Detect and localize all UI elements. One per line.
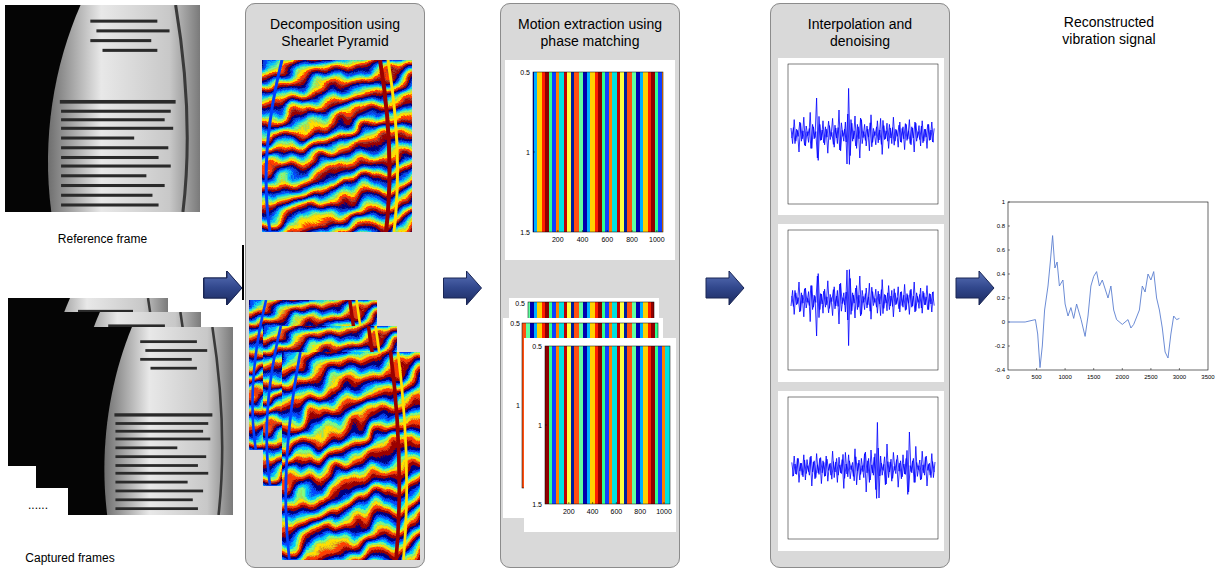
process-panel: Decomposition using Shearlet Pyramid [245, 3, 425, 568]
axis-tick: 600 [601, 236, 613, 243]
axis-tick: 0.2 [997, 295, 1005, 301]
vibration-curve [1008, 236, 1179, 368]
signal-plots [778, 58, 944, 551]
reference-image [5, 5, 200, 212]
axis-tick: 800 [634, 508, 646, 515]
plot-card [505, 60, 675, 260]
axis-tick: 1000 [649, 236, 665, 243]
axis-tick: 400 [577, 236, 589, 243]
noisy-signal [792, 270, 934, 320]
stripe-plot [533, 72, 663, 232]
input-frames [5, 5, 233, 515]
block-arrow [204, 271, 242, 305]
plot-card [778, 224, 944, 382]
axis-tick: 500 [1032, 374, 1042, 380]
panel-heading: Decomposition using Shearlet Pyramid [255, 16, 415, 50]
panel-heading: Motion extraction using phase matching [510, 16, 670, 50]
axis-tick: 0.5 [520, 69, 530, 76]
noisy-signal [793, 422, 935, 498]
frame-caption: Reference frame [5, 232, 200, 246]
noisy-signal [792, 448, 934, 498]
axis-tick: 1000 [656, 508, 672, 515]
noisy-signal [791, 88, 933, 164]
axis-tick: 3000 [1173, 374, 1186, 380]
input-frame: Reference frame [5, 5, 200, 250]
plot-axes [788, 64, 938, 204]
panel-fill [500, 3, 680, 568]
axis-tick: 3500 [1201, 374, 1214, 380]
tick-marks [545, 425, 664, 504]
output-heading: Reconstructed vibration signal [1044, 14, 1174, 48]
stripe-plot [545, 346, 670, 504]
axis-tick: 400 [587, 508, 599, 515]
bracket-bar [242, 245, 244, 300]
block-arrow [204, 271, 242, 305]
axis-tick: 800 [626, 236, 638, 243]
axis-tick: 1.5 [532, 501, 542, 508]
process-panel: Motion extraction using phase matching [500, 3, 680, 568]
axis-tick: 2500 [1144, 374, 1157, 380]
output-plot: Reconstructed vibration signal [1000, 8, 1218, 388]
plot-card [524, 338, 676, 532]
tick-marks [1008, 202, 1179, 370]
phase-image [259, 322, 443, 571]
axis-tick: 1 [526, 149, 530, 156]
axis-tick: 1 [1002, 199, 1005, 205]
axis-tick: 0.4 [997, 271, 1005, 277]
axis-tick: -0.4 [995, 367, 1005, 373]
plot-card [778, 391, 944, 551]
axis-tick: -0.2 [995, 343, 1005, 349]
plot-card [778, 58, 944, 215]
panel-fill [770, 3, 950, 568]
panel-heading: Interpolation and denoising [780, 16, 940, 50]
axis-tick: 0.8 [997, 223, 1005, 229]
block-arrow [444, 271, 482, 305]
axis-tick: 0 [1006, 374, 1009, 380]
axis-tick: 1 [516, 402, 520, 409]
frames-stack: Captured frames [5, 297, 233, 568]
tick-marks [533, 152, 657, 232]
axis-tick: 600 [611, 508, 623, 515]
phase-image [237, 35, 437, 257]
axis-tick: 0.5 [515, 300, 525, 307]
axis-tick: 2000 [1116, 374, 1129, 380]
axis-tick: 200 [552, 236, 564, 243]
axis-tick: 1 [538, 422, 542, 429]
plot-axes [1008, 202, 1208, 370]
frame-caption: Captured frames [5, 551, 135, 565]
shearlet-images [228, 35, 443, 571]
axis-tick: 0 [1002, 319, 1005, 325]
noisy-signal [792, 114, 934, 164]
reconstructed-plot [1008, 202, 1208, 370]
axis-tick: 0.5 [510, 320, 520, 327]
captured-image [68, 327, 233, 515]
axis-tick: 0.5 [532, 343, 542, 350]
axis-tick: 1000 [1058, 374, 1071, 380]
plot-axes [788, 397, 938, 539]
axis-tick: 1.5 [520, 229, 530, 236]
axis-tick: 0.6 [997, 247, 1005, 253]
ellipsis-mark: ...... [28, 499, 48, 511]
plot-axes [788, 230, 938, 370]
noisy-signal [791, 270, 933, 346]
block-arrow [706, 271, 744, 305]
process-panel: Interpolation and denoising [770, 3, 950, 568]
axis-tick: 1500 [1087, 374, 1100, 380]
axis-tick: 200 [563, 508, 575, 515]
block-arrow [956, 271, 994, 305]
phase-plots [503, 60, 676, 532]
